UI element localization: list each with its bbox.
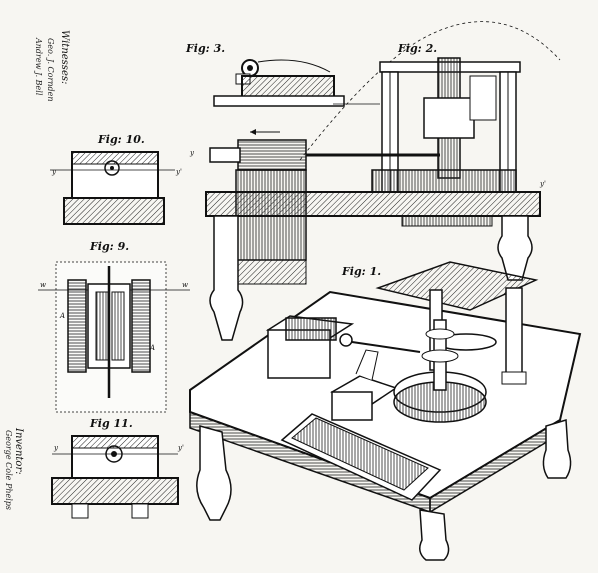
- svg-text:y': y': [539, 180, 546, 188]
- witness-name-2: Andrew J. Bell: [34, 37, 43, 96]
- fig2-label: Fig: 2.: [397, 42, 437, 55]
- fig10-label: Fig: 10.: [97, 133, 145, 146]
- fig10-drawing: Fig: 10. y y': [50, 133, 182, 225]
- svg-text:A: A: [59, 312, 65, 320]
- fig3-label: Fig: 3.: [185, 42, 225, 55]
- fig11-label: Fig 11.: [89, 417, 133, 430]
- witnesses-heading: Witnesses:: [59, 30, 70, 84]
- fig2-drawing: Fig: 2. y y': [189, 21, 561, 341]
- fig1-label: Fig: 1.: [341, 265, 381, 278]
- svg-text:A: A: [149, 344, 155, 352]
- fig1-drawing: Fig: 1.: [189, 261, 582, 561]
- fig9-left-drawing: Fig: 9. w w A A: [38, 240, 190, 413]
- svg-text:w: w: [182, 281, 188, 289]
- witness-name-1: Geo. J. Cornden: [46, 38, 55, 101]
- fig11-drawing: Fig 11. y y': [51, 417, 184, 519]
- svg-text:y: y: [53, 444, 59, 452]
- svg-text:y': y': [175, 168, 182, 176]
- fig3-drawing: Fig: 3.: [185, 42, 380, 107]
- witnesses-block: Witnesses: Geo. J. Cornden Andrew J. Bel…: [34, 30, 70, 101]
- svg-text:w: w: [40, 281, 46, 289]
- inventor-name: George Cole Phelps: [4, 430, 13, 510]
- inventor-block: Inventor: George Cole Phelps: [4, 427, 24, 510]
- svg-text:y: y: [51, 168, 57, 176]
- fig9-left-label: Fig: 9.: [89, 240, 129, 253]
- inventor-heading: Inventor:: [13, 427, 24, 475]
- svg-text:y': y': [177, 444, 184, 452]
- svg-text:y: y: [189, 149, 195, 157]
